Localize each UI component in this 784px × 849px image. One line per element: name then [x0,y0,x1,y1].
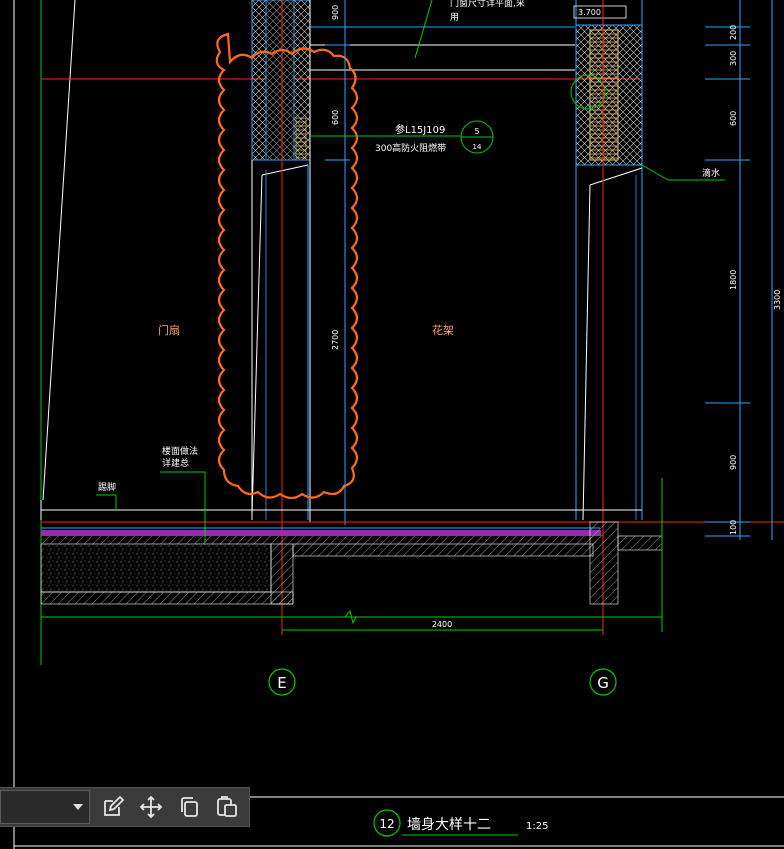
right-wall-column [570,0,725,521]
label-top-text-1: 门窗尺寸详平面,采 [450,0,525,9]
label-top-text-2: 用 [450,12,459,23]
label-floor-note-1: 楼面做法 [162,445,198,457]
floating-toolbar [0,787,250,827]
dim-right-1: 300 [729,51,738,66]
revision-cloud [215,32,359,500]
dim-right-5: 100 [729,520,738,535]
layer-dropdown[interactable] [0,790,90,824]
label-reference-note: 300高防火阻燃带 [375,142,446,154]
drawing-title: 墙身大样十二 [407,817,491,833]
dim-left-1: 600 [331,110,340,125]
dim-left-2: 2700 [331,330,340,350]
dim-right-3: 1800 [729,270,738,290]
dim-left-0: 900 [331,5,340,20]
section-mark [460,120,494,154]
floor-slab [40,509,784,605]
grid-bubble-e[interactable] [268,668,296,696]
move-button[interactable] [136,792,166,822]
grid-axis-e-label: E [277,674,286,692]
section-mark-top: 5 [474,127,479,136]
title-detail-number: 12 [379,817,394,831]
label-drip: 滴水 [702,167,720,179]
dim-right-0: 200 [729,25,738,40]
dim-right-4: 900 [729,455,738,470]
chevron-down-icon [73,804,83,810]
drawing-scale: 1:25 [526,821,548,832]
right-dimension-chain [705,0,773,540]
label-door-window: 门扇 [158,323,180,337]
section-mark-bottom: 14 [473,143,482,151]
dim-right-2: 600 [729,111,738,126]
paste-button[interactable] [212,792,242,822]
grid-bubble-g[interactable] [589,668,617,696]
label-elevation: 3.700 [578,8,601,17]
label-skirting: 踢脚 [98,482,116,493]
dim-right-total: 3300 [773,290,782,310]
copy-icon [181,797,198,817]
label-reference-top: 参L15J109 [395,123,445,136]
edit-button[interactable] [98,792,128,822]
bottom-dimension [41,478,663,632]
leader-lines [96,0,460,543]
grid-axis-g-label: G [597,674,609,692]
left-dimension-chain [325,0,350,520]
window-frame-lines [310,26,575,137]
move-icon [139,795,163,819]
dim-bottom-span: 2400 [432,620,452,629]
copy-button[interactable] [174,792,204,822]
label-trellis: 花架 [432,324,454,337]
edit-icon [104,795,125,816]
title-bubble [373,809,518,837]
paste-icon [217,796,237,817]
left-wall-column [251,0,346,525]
label-floor-note-2: 详建总 [162,457,189,469]
